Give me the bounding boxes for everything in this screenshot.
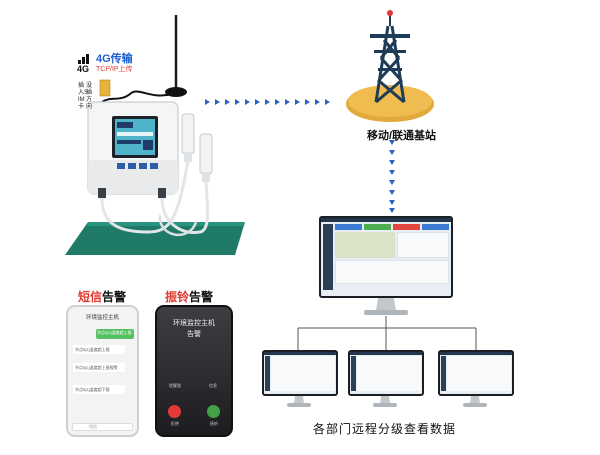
department-monitor	[438, 350, 514, 396]
transmission-title: 4G传输	[96, 53, 133, 65]
arrow-right-icon	[205, 99, 330, 105]
caller-name: 环境监控主机	[173, 320, 215, 327]
sms-input[interactable]: 短信	[72, 423, 133, 431]
remind-label[interactable]: 提醒我	[169, 383, 181, 388]
sms-message: 节点0[1]湿度超下限	[73, 385, 125, 394]
monitor-stand	[287, 396, 311, 407]
network-tree-lines	[297, 316, 477, 350]
accept-label: 接听	[210, 421, 218, 426]
monitor-screen	[319, 216, 453, 298]
sms-header: 环境监控主机	[85, 315, 119, 321]
caller-subtitle: 告警	[187, 331, 201, 338]
tower-caption: 移动/联通基站	[367, 130, 437, 142]
remote-view-caption: 各部门远程分级查看数据	[313, 422, 457, 436]
data-logger-device-illustration	[65, 15, 245, 255]
main-monitor	[319, 216, 453, 298]
device-button	[117, 163, 125, 169]
transmission-subtitle: TCP/IP上传	[96, 66, 133, 73]
sms-outgoing-bubble: 节点0[1]湿度超上限	[96, 329, 134, 339]
ring-phone: 环境监控主机 告警 提醒我 信息 拒绝 接听	[155, 305, 233, 437]
sim-note-2: 插入SIM卡	[78, 83, 89, 110]
green-mat	[65, 222, 245, 255]
department-monitor	[348, 350, 424, 396]
decline-label: 拒绝	[171, 421, 179, 426]
sms-phone: 环境监控主机 节点0[1]湿度超上限 节点0[1]温度超上限 节点0[1]温度超…	[66, 305, 139, 437]
network-type-label: 4G	[77, 64, 90, 74]
sms-alarm-title: 短信告警	[78, 290, 127, 304]
ring-alarm-title: 振铃告警	[165, 290, 214, 304]
signal-bars-icon	[78, 54, 89, 64]
accept-call-button[interactable]	[207, 405, 220, 418]
message-label[interactable]: 信息	[209, 383, 217, 388]
sms-message: 节点0[1]温度超上限	[73, 345, 125, 354]
department-monitor	[262, 350, 338, 396]
sms-message: 节点0[1]温度超上限报警	[73, 363, 125, 372]
base-station-tower-icon	[346, 10, 434, 122]
sensor-probe	[181, 113, 195, 155]
arrow-down-icon	[389, 140, 395, 213]
sim-note-1: 没插方向	[86, 83, 93, 110]
monitor-stand	[364, 298, 408, 315]
monitor-stand	[463, 396, 487, 407]
sim-card-icon	[99, 79, 111, 97]
monitor-stand	[373, 396, 397, 407]
decline-call-button[interactable]	[168, 405, 181, 418]
